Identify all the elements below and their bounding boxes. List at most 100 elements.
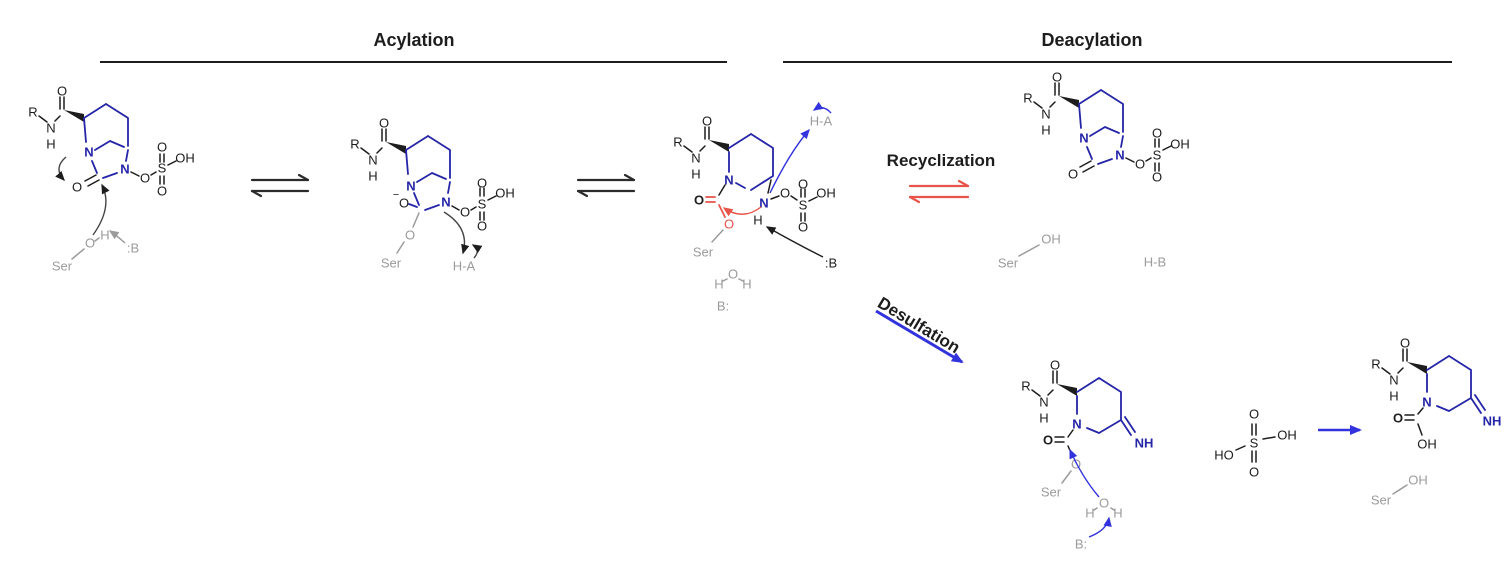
desulfation-step: Desulfation [874,293,964,364]
atom-label-ring-N6: N [120,162,129,177]
atom-label-carbonyl-O: O [694,193,704,208]
ring-bonds [728,133,774,191]
atom-label-N6: N [759,196,768,211]
carbamoyl-red-bonds [705,196,726,218]
atom-label-S: S [158,161,167,176]
water-H-right: H [1113,506,1122,521]
atom-label-ring-N6: N [1115,148,1124,163]
atom-label-N: N [1041,107,1050,122]
atom-label-ring-N1: N [1422,395,1431,410]
atom-label-H: H [1389,389,1398,404]
curved-arrow-N-to-HA [769,128,810,194]
stereo-wedge [64,110,84,122]
recyclization-label: Recyclization [887,151,996,170]
acid-HA-label: H-A [810,114,833,129]
red-eq-top-head [957,179,970,188]
structure-acyl-enzyme: R N H O N O O N H O S O O OH Ser O H H B… [673,101,837,314]
base-label: B: [1075,537,1087,552]
atom-label-O-up: O [477,176,487,191]
atom-label-N: N [1039,395,1048,410]
serine-bonds [71,237,100,260]
atom-label-R: R [673,135,682,150]
desulfation-arrow [875,309,964,364]
atom-label-N6-H: H [753,213,762,228]
atom-label-O-up: O [1152,126,1162,141]
serine-bonds [1018,244,1040,257]
atom-label-OH: OH [175,151,195,166]
atom-label-O-link: O [460,205,470,220]
base-label: :B [127,241,139,256]
structure-desulfated-acyl-enzyme: R N H O N NH O O Ser O H H B: [1021,358,1153,552]
serine-label: Ser [693,245,714,260]
curved-arrow-base-deprotonation [108,230,126,244]
atom-label-H: H [368,169,377,184]
stereo-wedge [709,140,729,152]
serine-O: O [405,228,415,243]
atom-label-H: H [46,137,55,152]
serine-OH: OH [1408,473,1428,488]
structure-final-product: R N H O N NH O OH Ser OH [1371,336,1502,508]
atom-label-ring-N1: N [1072,417,1081,432]
eq-top-head [623,173,636,182]
atom-label-N: N [46,121,55,136]
atom-label-O-up: O [157,140,167,155]
curved-arrow-water-attack [1069,448,1100,498]
base-label: B: [717,299,729,314]
atom-label-carbonyl-O: O [72,180,82,195]
atom-label-ester-O: O [1071,457,1081,472]
recyclization-step: Recyclization [887,151,996,204]
bonds [1033,82,1172,173]
atom-label-O-down: O [477,219,487,234]
atom-label-O-bottom: O [1249,465,1259,480]
equilibrium-arrow-1 [250,173,310,198]
curved-arrow-N-protonation [443,211,470,255]
atom-label-O-link: O [1135,157,1145,172]
serine-label: Ser [1041,485,1062,500]
stereo-wedge [1407,362,1427,374]
curved-arrow-serO-attack [92,183,110,236]
water-O: O [1099,496,1109,511]
molecule-sulfuric-acid: O S O HO OH [1214,407,1297,480]
atom-label-R: R [28,105,37,120]
water-H-left: H [1085,506,1094,521]
phase-title-acylation: Acylation [373,30,454,50]
serine-label: Ser [1371,493,1392,508]
water-H-left: H [714,277,723,292]
structure-tetrahedral-intermediate: R N H O N N − O O Ser O S O O OH H-A [350,116,514,274]
atom-label-ring-N1: N [84,145,93,160]
bonds [683,126,818,222]
atom-label-OH: OH [1277,428,1297,443]
serine-H: H [100,228,109,243]
atom-label-alkoxide-O: O [399,196,409,211]
ring-bonds [1426,355,1486,414]
red-eq-bottom-head [908,195,921,204]
atom-label-ring-N1: N [724,173,733,188]
phase-title-deacylation: Deacylation [1041,30,1142,50]
acid-HB-label: H-B [1144,255,1166,270]
serine-OH: OH [1041,232,1061,247]
ring-bonds [83,103,129,179]
atom-label-ring-N1: N [406,179,415,194]
atom-label-O-down: O [798,220,808,235]
atom-label-N: N [691,151,700,166]
structure-avibactam-with-serine: R N H O N N O O S O O OH Ser O H :B [28,84,194,274]
atom-label-O: O [1052,70,1062,85]
atom-label-OH: OH [816,186,836,201]
acid-HA-label: H-A [453,259,476,274]
atom-label-ring-N6: N [441,195,450,210]
desulfation-label: Desulfation [874,293,963,357]
charge-minus: − [393,189,399,201]
serine-bonds [1061,470,1115,511]
atom-label-H: H [691,167,700,182]
curved-arrow-base-to-water [1088,516,1112,538]
stereo-wedge [386,142,406,154]
atom-label-R: R [1023,91,1032,106]
atom-label-H: H [1041,123,1050,138]
serine-bonds [1392,484,1408,495]
water-H-right: H [742,277,751,292]
atom-label-ring-N1: N [1079,131,1088,146]
serine-O: O [85,236,95,251]
atom-label-O-up: O [798,177,808,192]
curved-arrow-HA-hook [471,244,483,259]
